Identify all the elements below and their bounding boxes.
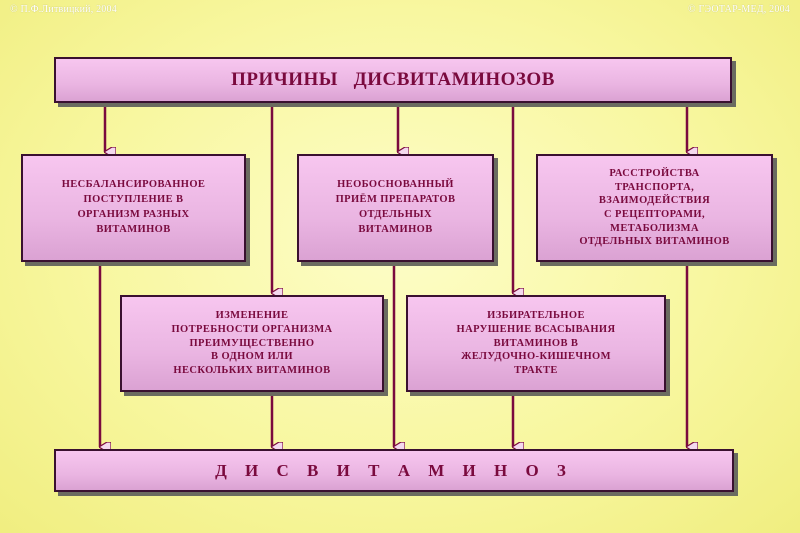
cause-box-unbalanced-intake: НЕСБАЛАНСИРОВАННОЕ ПОСТУПЛЕНИЕ В ОРГАНИЗ… <box>21 154 246 262</box>
result-label: Д И С В И Т А М И Н О З <box>215 460 573 480</box>
title-box: ПРИЧИНЫ ДИСВИТАМИНОЗОВ <box>54 57 732 103</box>
result-box: Д И С В И Т А М И Н О З <box>54 449 734 492</box>
cause-box-transport-disorders: РАССТРОЙСТВА ТРАНСПОРТА, ВЗАИМОДЕЙСТВИЯ … <box>536 154 773 262</box>
cause-label: ИЗМЕНЕНИЕ ПОТРЕБНОСТИ ОРГАНИЗМА ПРЕИМУЩЕ… <box>171 310 333 376</box>
cause-label: ИЗБИРАТЕЛЬНОЕ НАРУШЕНИЕ ВСАСЫВАНИЯ ВИТАМ… <box>456 310 616 376</box>
diagram-title: ПРИЧИНЫ ДИСВИТАМИНОЗОВ <box>231 69 555 90</box>
cause-box-changed-requirement: ИЗМЕНЕНИЕ ПОТРЕБНОСТИ ОРГАНИЗМА ПРЕИМУЩЕ… <box>120 295 384 392</box>
cause-label: НЕОБОСНОВАННЫЙ ПРИЁМ ПРЕПАРАТОВ ОТДЕЛЬНЫ… <box>335 179 456 235</box>
cause-label: НЕСБАЛАНСИРОВАННОЕ ПОСТУПЛЕНИЕ В ОРГАНИЗ… <box>61 179 206 235</box>
cause-label: РАССТРОЙСТВА ТРАНСПОРТА, ВЗАИМОДЕЙСТВИЯ … <box>579 168 730 248</box>
copyright-left: © П.Ф.Литвицкий, 2004 <box>10 4 117 15</box>
cause-box-selective-absorption: ИЗБИРАТЕЛЬНОЕ НАРУШЕНИЕ ВСАСЫВАНИЯ ВИТАМ… <box>406 295 666 392</box>
cause-box-unjustified-intake: НЕОБОСНОВАННЫЙ ПРИЁМ ПРЕПАРАТОВ ОТДЕЛЬНЫ… <box>297 154 494 262</box>
copyright-right: © ГЭОТАР-МЕД, 2004 <box>688 4 790 15</box>
